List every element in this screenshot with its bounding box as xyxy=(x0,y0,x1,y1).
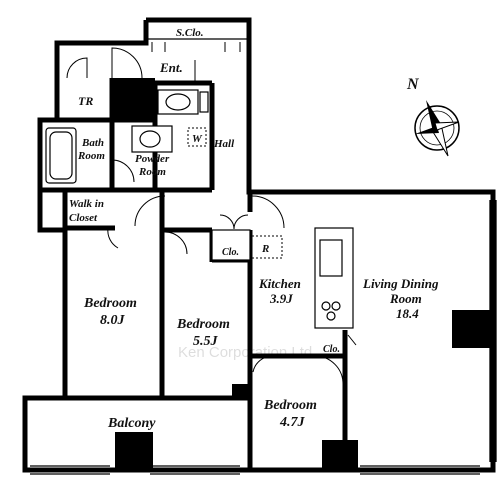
label-bedroom1-name: Bedroom xyxy=(83,296,137,311)
label-walkin-2: Closet xyxy=(69,212,98,224)
compass-north-label: N xyxy=(406,76,420,93)
label-balcony: Balcony xyxy=(107,416,156,431)
label-bath-2: Room xyxy=(77,150,105,162)
label-bedroom3-size: 4.7J xyxy=(279,415,306,430)
powder-sink xyxy=(111,125,207,183)
label-walkin-1: Walk in xyxy=(69,198,104,210)
windows xyxy=(30,200,497,475)
toilet-fixtures xyxy=(112,78,209,120)
label-toilet: TR xyxy=(78,94,93,108)
label-bedroom2-size: 5.5J xyxy=(193,334,219,349)
label-closet-b: Clo. xyxy=(323,344,340,355)
kitchen-counter xyxy=(211,227,354,329)
label-bedroom2-name: Bedroom xyxy=(176,317,230,332)
label-refrigerator: R xyxy=(261,243,269,255)
label-closet-a: Clo. xyxy=(222,247,239,258)
label-living-2: Room xyxy=(389,291,422,306)
label-bedroom3-name: Bedroom xyxy=(263,398,317,413)
label-storage-closet: S.Clo. xyxy=(176,27,204,39)
label-living-1: Living Dining xyxy=(362,276,439,291)
label-bedroom1-size: 8.0J xyxy=(100,313,126,328)
label-hall: Hall xyxy=(213,138,235,150)
watermark: Ken Corporation Ltd xyxy=(178,344,312,361)
storage-closet-fixtures xyxy=(66,38,247,83)
label-powder-1: Powder xyxy=(135,153,170,165)
label-bath-1: Bath xyxy=(81,137,104,149)
label-washer: W xyxy=(192,133,203,145)
label-kitchen-name: Kitchen xyxy=(258,276,301,291)
label-entrance: Ent. xyxy=(159,60,183,75)
label-powder-2: Room xyxy=(138,166,166,178)
bathtub xyxy=(45,127,77,184)
room-labels: S.Clo. Ent. TR Bath Room W Powder Room H… xyxy=(69,27,439,431)
columns xyxy=(115,310,490,472)
doors xyxy=(107,195,357,385)
label-kitchen-size: 3.9J xyxy=(269,291,293,306)
label-living-size: 18.4 xyxy=(396,306,419,321)
outer-walls xyxy=(22,17,496,473)
compass-icon: N xyxy=(406,76,460,157)
